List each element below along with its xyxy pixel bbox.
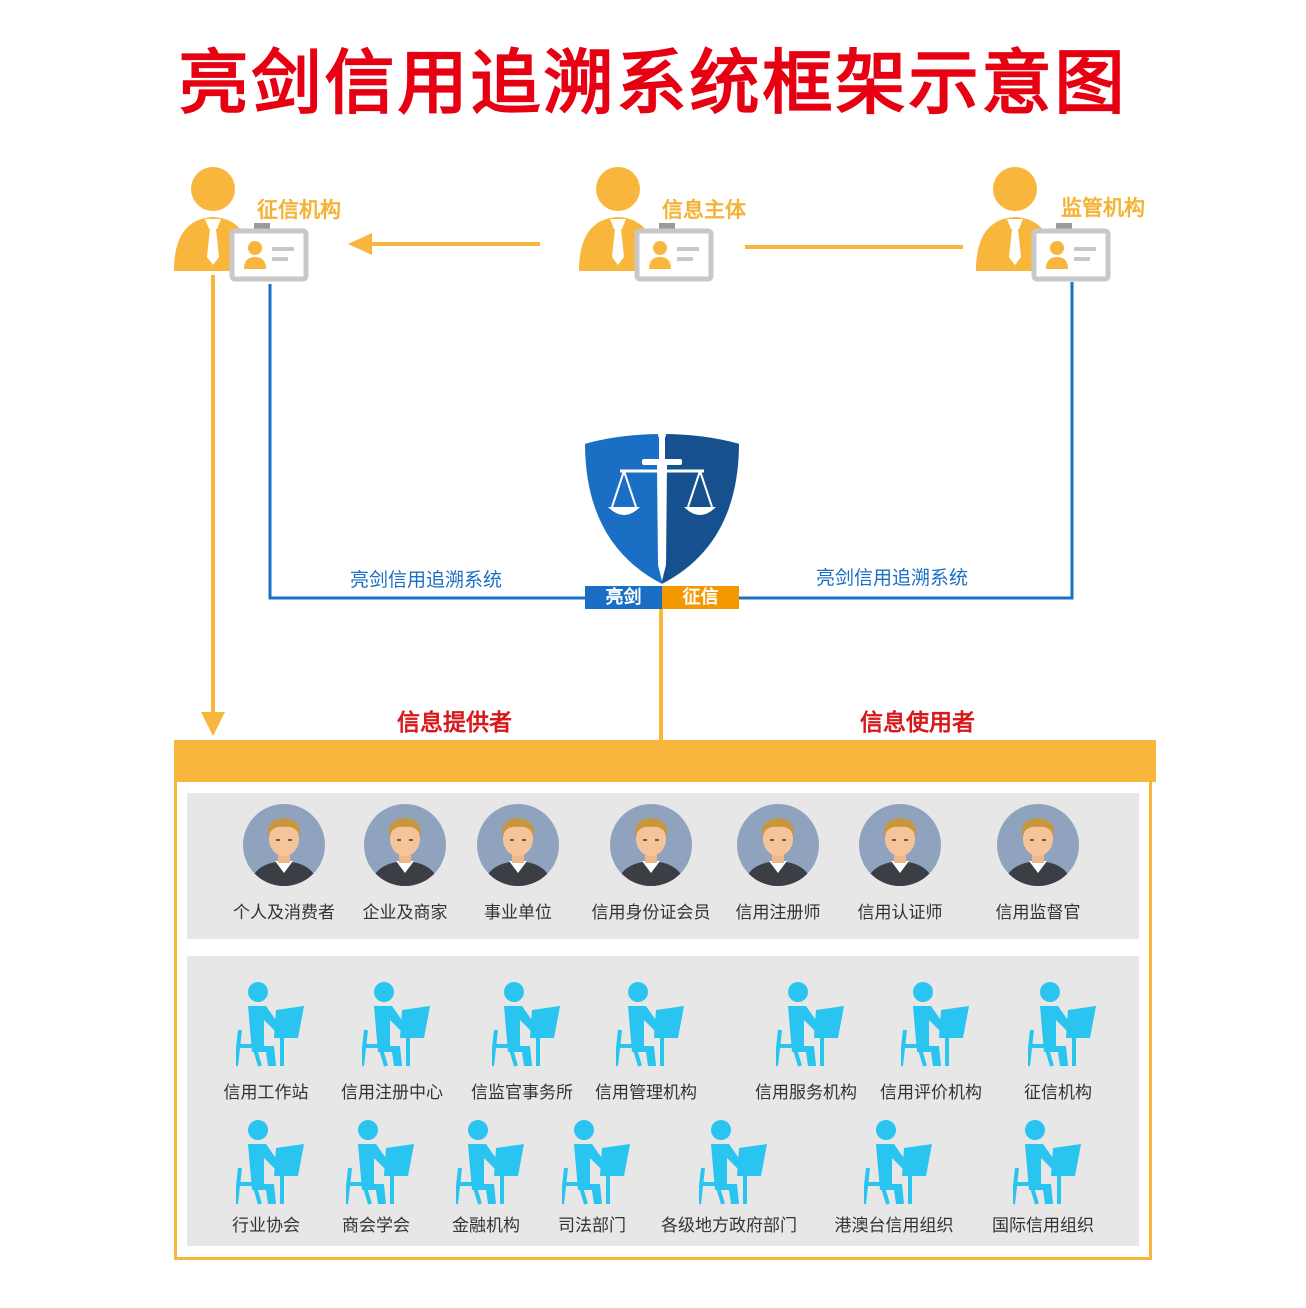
org-desk-icon	[774, 980, 846, 1074]
role-provider-heading: 信息提供者	[397, 710, 512, 736]
org-desk-icon	[614, 980, 686, 1074]
participants-box-header	[174, 740, 1156, 782]
person-avatar-icon	[609, 803, 693, 891]
org-desk-icon	[490, 980, 562, 1074]
org-label: 商会学会	[342, 1216, 410, 1236]
page-title: 亮剑信用追溯系统框架示意图	[178, 42, 1128, 124]
person-label: 企业及商家	[362, 903, 448, 923]
credit-agency-label: 征信机构	[257, 198, 341, 222]
subject-label: 信息主体	[662, 198, 746, 222]
person-avatar-icon	[996, 803, 1080, 891]
org-desk-icon	[697, 1118, 769, 1212]
org-desk-icon	[344, 1118, 416, 1212]
org-desk-icon	[360, 980, 432, 1074]
badge-right: 征信	[662, 586, 739, 609]
org-label: 司法部门	[558, 1216, 626, 1236]
regulator-actor-icon	[976, 167, 1111, 282]
org-label: 信用服务机构	[755, 1083, 857, 1103]
org-desk-icon	[1026, 980, 1098, 1074]
org-desk-icon	[454, 1118, 526, 1212]
org-label: 信用管理机构	[595, 1083, 697, 1103]
regulator-label: 监管机构	[1061, 196, 1145, 220]
system-label-left: 亮剑信用追溯系统	[350, 569, 503, 591]
org-label: 国际信用组织	[992, 1216, 1094, 1236]
person-label: 个人及消费者	[233, 903, 335, 923]
org-desk-icon	[234, 1118, 306, 1212]
org-desk-icon	[862, 1118, 934, 1212]
credit-agency-actor-icon	[174, 167, 309, 282]
regulator-system-line	[739, 282, 1074, 600]
org-desk-icon	[1011, 1118, 1083, 1212]
org-label: 各级地方政府部门	[661, 1216, 797, 1236]
person-avatar-icon	[242, 803, 326, 891]
org-label: 信用注册中心	[341, 1083, 443, 1103]
org-label: 信监官事务所	[471, 1083, 573, 1103]
agency-system-line	[268, 284, 585, 600]
person-label: 信用身份证会员	[591, 903, 711, 923]
org-label: 征信机构	[1024, 1083, 1092, 1103]
org-label: 信用工作站	[223, 1083, 309, 1103]
agency-down-arrowhead	[201, 712, 225, 736]
subject-to-agency-arrowhead	[348, 233, 372, 255]
org-label: 港澳台信用组织	[834, 1216, 954, 1236]
subject-actor-icon	[579, 167, 714, 282]
org-desk-icon	[899, 980, 971, 1074]
org-label: 金融机构	[452, 1216, 520, 1236]
role-user-heading: 信息使用者	[860, 710, 975, 736]
badge-left: 亮剑	[585, 586, 662, 609]
person-label: 信用认证师	[857, 903, 943, 923]
person-label: 信用监督官	[995, 903, 1081, 923]
person-label: 信用注册师	[735, 903, 821, 923]
person-label: 事业单位	[484, 903, 552, 923]
person-avatar-icon	[858, 803, 942, 891]
justice-shield-icon	[582, 431, 742, 587]
person-avatar-icon	[736, 803, 820, 891]
person-avatar-icon	[363, 803, 447, 891]
org-desk-icon	[560, 1118, 632, 1212]
system-label-right: 亮剑信用追溯系统	[816, 567, 969, 589]
org-desk-icon	[234, 980, 306, 1074]
org-label: 行业协会	[232, 1216, 300, 1236]
org-label: 信用评价机构	[880, 1083, 982, 1103]
person-avatar-icon	[476, 803, 560, 891]
